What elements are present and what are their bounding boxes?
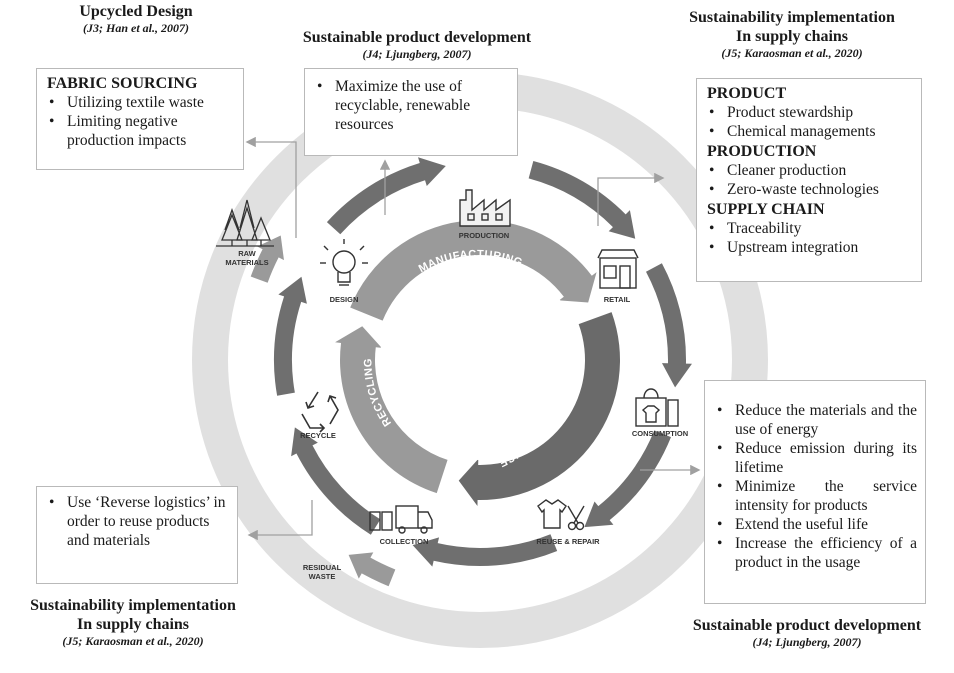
top-left-citation: (J3; Han et al., 2007): [83, 21, 189, 35]
stage-label-retail: RETAIL: [604, 295, 631, 304]
list-item: Chemical managements: [707, 122, 913, 141]
connector-collection-to-reverse: [247, 500, 313, 541]
list-item: Cleaner production: [707, 161, 913, 180]
arrow-raw-to-design: [250, 235, 284, 283]
trees-icon: [216, 199, 274, 247]
inner-arrow-manufacturing: [350, 220, 597, 321]
top-left-heading: Upcycled Design (J3; Han et al., 2007): [36, 2, 236, 36]
reverse-logistics-box: Use ‘Reverse logistics’ in order to reus…: [36, 486, 238, 584]
inner-ring: [335, 220, 620, 506]
top-center-citation: (J4; Ljungberg, 2007): [362, 47, 472, 61]
arrow-collection-to-recycle: [291, 427, 381, 535]
list-item: Use ‘Reverse logistics’ in order to reus…: [47, 493, 229, 550]
stage-arrows: [250, 157, 692, 587]
truck-icon: [369, 505, 433, 534]
list-item: Maximize the use of recyclable, renewabl…: [315, 77, 509, 134]
stage-label-collection: COLLECTION: [380, 537, 429, 546]
arrow-retail-to-consumption: [645, 263, 692, 388]
list-item: Increase the efficiency of a product in …: [715, 534, 917, 572]
top-right-title-1: Sustainability implementation: [689, 9, 895, 26]
bottom-left-heading: Sustainability implementation In supply …: [2, 596, 264, 649]
stage-label-reuse-repair: REUSE & REPAIR: [536, 537, 600, 546]
arrow-design-to-production: [326, 157, 446, 235]
stage-label-design: DESIGN: [330, 295, 359, 304]
supply-chain-box: PRODUCT Product stewardship Chemical man…: [696, 78, 922, 282]
top-right-title-2: In supply chains: [735, 28, 849, 45]
shirt-scissors-icon: [537, 499, 585, 531]
list-item: Minimize the service intensity for produ…: [715, 477, 917, 515]
list-item: Zero-waste technologies: [707, 180, 913, 199]
list-item: Limiting negative production impacts: [47, 112, 235, 150]
top-left-title: Upcycled Design: [79, 3, 193, 20]
shopping-bag-icon: [635, 388, 679, 427]
connector-retail-to-supply: [597, 172, 665, 226]
inner-disk: [380, 260, 580, 460]
upcycled-design-box: FABRIC SOURCING Utilizing textile waste …: [36, 68, 244, 170]
stage-label-recycle: RECYCLE: [300, 431, 336, 440]
arrow-consumption-to-reuse: [584, 430, 671, 528]
top-center-title: Sustainable product development: [302, 29, 532, 46]
stage-label-consumption: CONSUMPTION: [632, 429, 688, 438]
list-item: Utilizing textile waste: [47, 93, 235, 112]
inner-arrow-consumption-use: [458, 312, 620, 506]
storefront-icon: [597, 249, 639, 289]
list-item: Reduce emission during its lifetime: [715, 439, 917, 477]
inner-arrow-recycling: [335, 326, 448, 494]
maximize-resources-box: Maximize the use of recyclable, renewabl…: [304, 68, 518, 156]
bottom-left-citation: (J5; Karaosman et al., 2020): [62, 634, 204, 648]
factory-icon: [459, 189, 511, 227]
arrow-production-to-retail: [528, 161, 636, 239]
bottom-left-title-2: In supply chains: [76, 616, 190, 633]
list-item: Product stewardship: [707, 103, 913, 122]
bottom-right-title: Sustainable product development: [692, 617, 922, 634]
bottom-right-heading: Sustainable product development (J4; Lju…: [664, 616, 950, 650]
lightbulb-icon: [320, 239, 368, 286]
connector-raw-to-upcycled: [245, 136, 297, 238]
fabric-sourcing-heading: FABRIC SOURCING: [47, 75, 198, 92]
list-item: Extend the useful life: [715, 515, 917, 534]
list-item: Upstream integration: [707, 238, 913, 257]
bottom-right-citation: (J4; Ljungberg, 2007): [752, 635, 862, 649]
top-right-citation: (J5; Karaosman et al., 2020): [721, 46, 863, 60]
stage-label-production: PRODUCTION: [459, 231, 509, 240]
bottom-left-title-1: Sustainability implementation: [30, 597, 236, 614]
arrow-reuse-to-collection: [412, 534, 558, 567]
arrow-recycle-to-design: [274, 276, 307, 396]
product-development-box: Reduce the materials and the use of ener…: [704, 380, 926, 604]
arrow-collection-to-waste: [348, 552, 396, 587]
top-center-heading: Sustainable product development (J4; Lju…: [272, 28, 562, 62]
production-heading: PRODUCTION: [707, 143, 817, 160]
product-heading: PRODUCT: [707, 85, 787, 102]
top-right-heading: Sustainability implementation In supply …: [662, 8, 922, 61]
supply-chain-heading: SUPPLY CHAIN: [707, 201, 825, 218]
recycle-icon: [301, 391, 339, 433]
list-item: Traceability: [707, 219, 913, 238]
list-item: Reduce the materials and the use of ener…: [715, 401, 917, 439]
